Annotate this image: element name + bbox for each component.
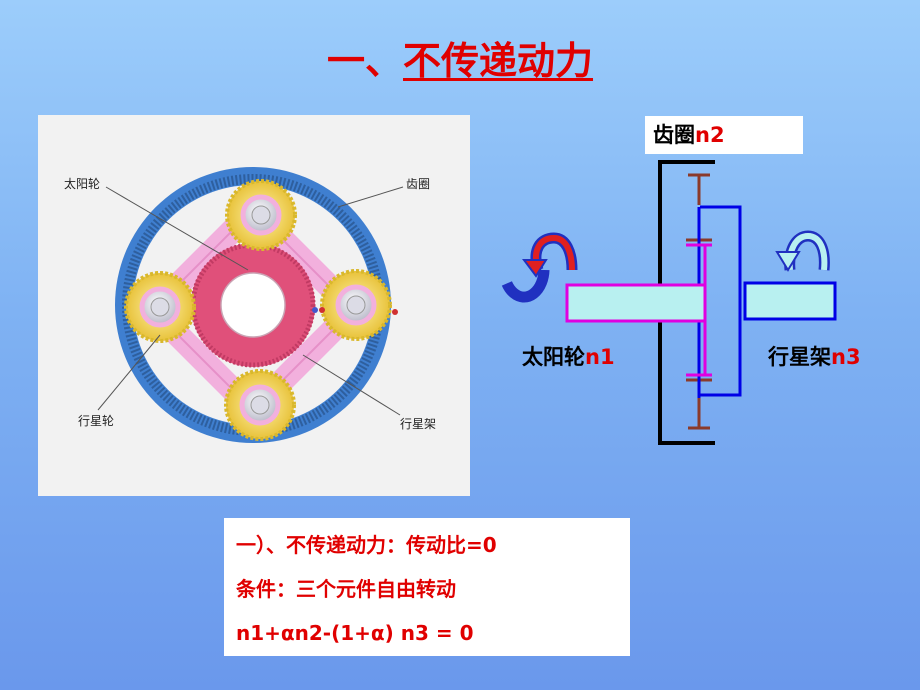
page-title: 一、不传递动力 xyxy=(0,30,920,85)
title-main: 不传递动力 xyxy=(403,39,594,83)
label-planet-gear: 行星轮 xyxy=(78,414,115,428)
sun-gear-label: 太阳轮n1 xyxy=(522,341,615,371)
leader-carrier xyxy=(302,354,401,416)
planetary-gear-drawing xyxy=(97,167,404,443)
label-ring-gear: 齿圈 xyxy=(406,177,431,191)
planet-gear-right xyxy=(320,269,392,341)
carrier-link xyxy=(700,205,742,397)
ring-gear-speed: n2 xyxy=(695,123,725,147)
note-line-2: 条件：三个元件自由转动 xyxy=(236,577,456,601)
sun-gear-name: 太阳轮 xyxy=(522,345,585,369)
sun-shaft xyxy=(565,283,707,323)
carrier-rotation-arrow xyxy=(775,230,830,272)
condition-note: 一）、不传递动力：传动比=0 条件：三个元件自由转动 n1+αn2-(1+α) … xyxy=(224,518,630,656)
planet-gear-left xyxy=(124,271,196,343)
label-carrier: 行星架 xyxy=(400,417,437,431)
planet-gear-top xyxy=(225,179,297,251)
ring-gear-label: 齿圈n2 xyxy=(645,116,803,154)
leader-planet xyxy=(97,334,161,411)
sun-gear-speed: n1 xyxy=(585,345,615,369)
schematic-drawing xyxy=(500,160,837,445)
leader-ring xyxy=(337,186,404,208)
carrier-shaft xyxy=(743,281,837,321)
carrier-label: 行星架n3 xyxy=(768,341,861,371)
leader-sun xyxy=(105,186,249,271)
label-sun-gear: 太阳轮 xyxy=(64,177,101,191)
sun-rotation-arrow xyxy=(500,232,578,303)
note-line-3: n1+αn2-(1+α) n3 = 0 xyxy=(236,621,474,645)
note-line-1: 一）、不传递动力：传动比=0 xyxy=(236,533,497,557)
sun-gear-bore xyxy=(221,273,285,337)
carrier-speed: n3 xyxy=(831,345,861,369)
planetary-gear-illustration: 太阳轮 齿圈 行星轮 行星架 xyxy=(38,115,470,496)
ring-gear-name: 齿圈 xyxy=(653,123,695,147)
planet-gear-bottom xyxy=(224,369,296,441)
carrier-name: 行星架 xyxy=(768,345,831,369)
title-prefix: 一、 xyxy=(326,39,403,83)
schematic-diagram xyxy=(500,110,920,470)
